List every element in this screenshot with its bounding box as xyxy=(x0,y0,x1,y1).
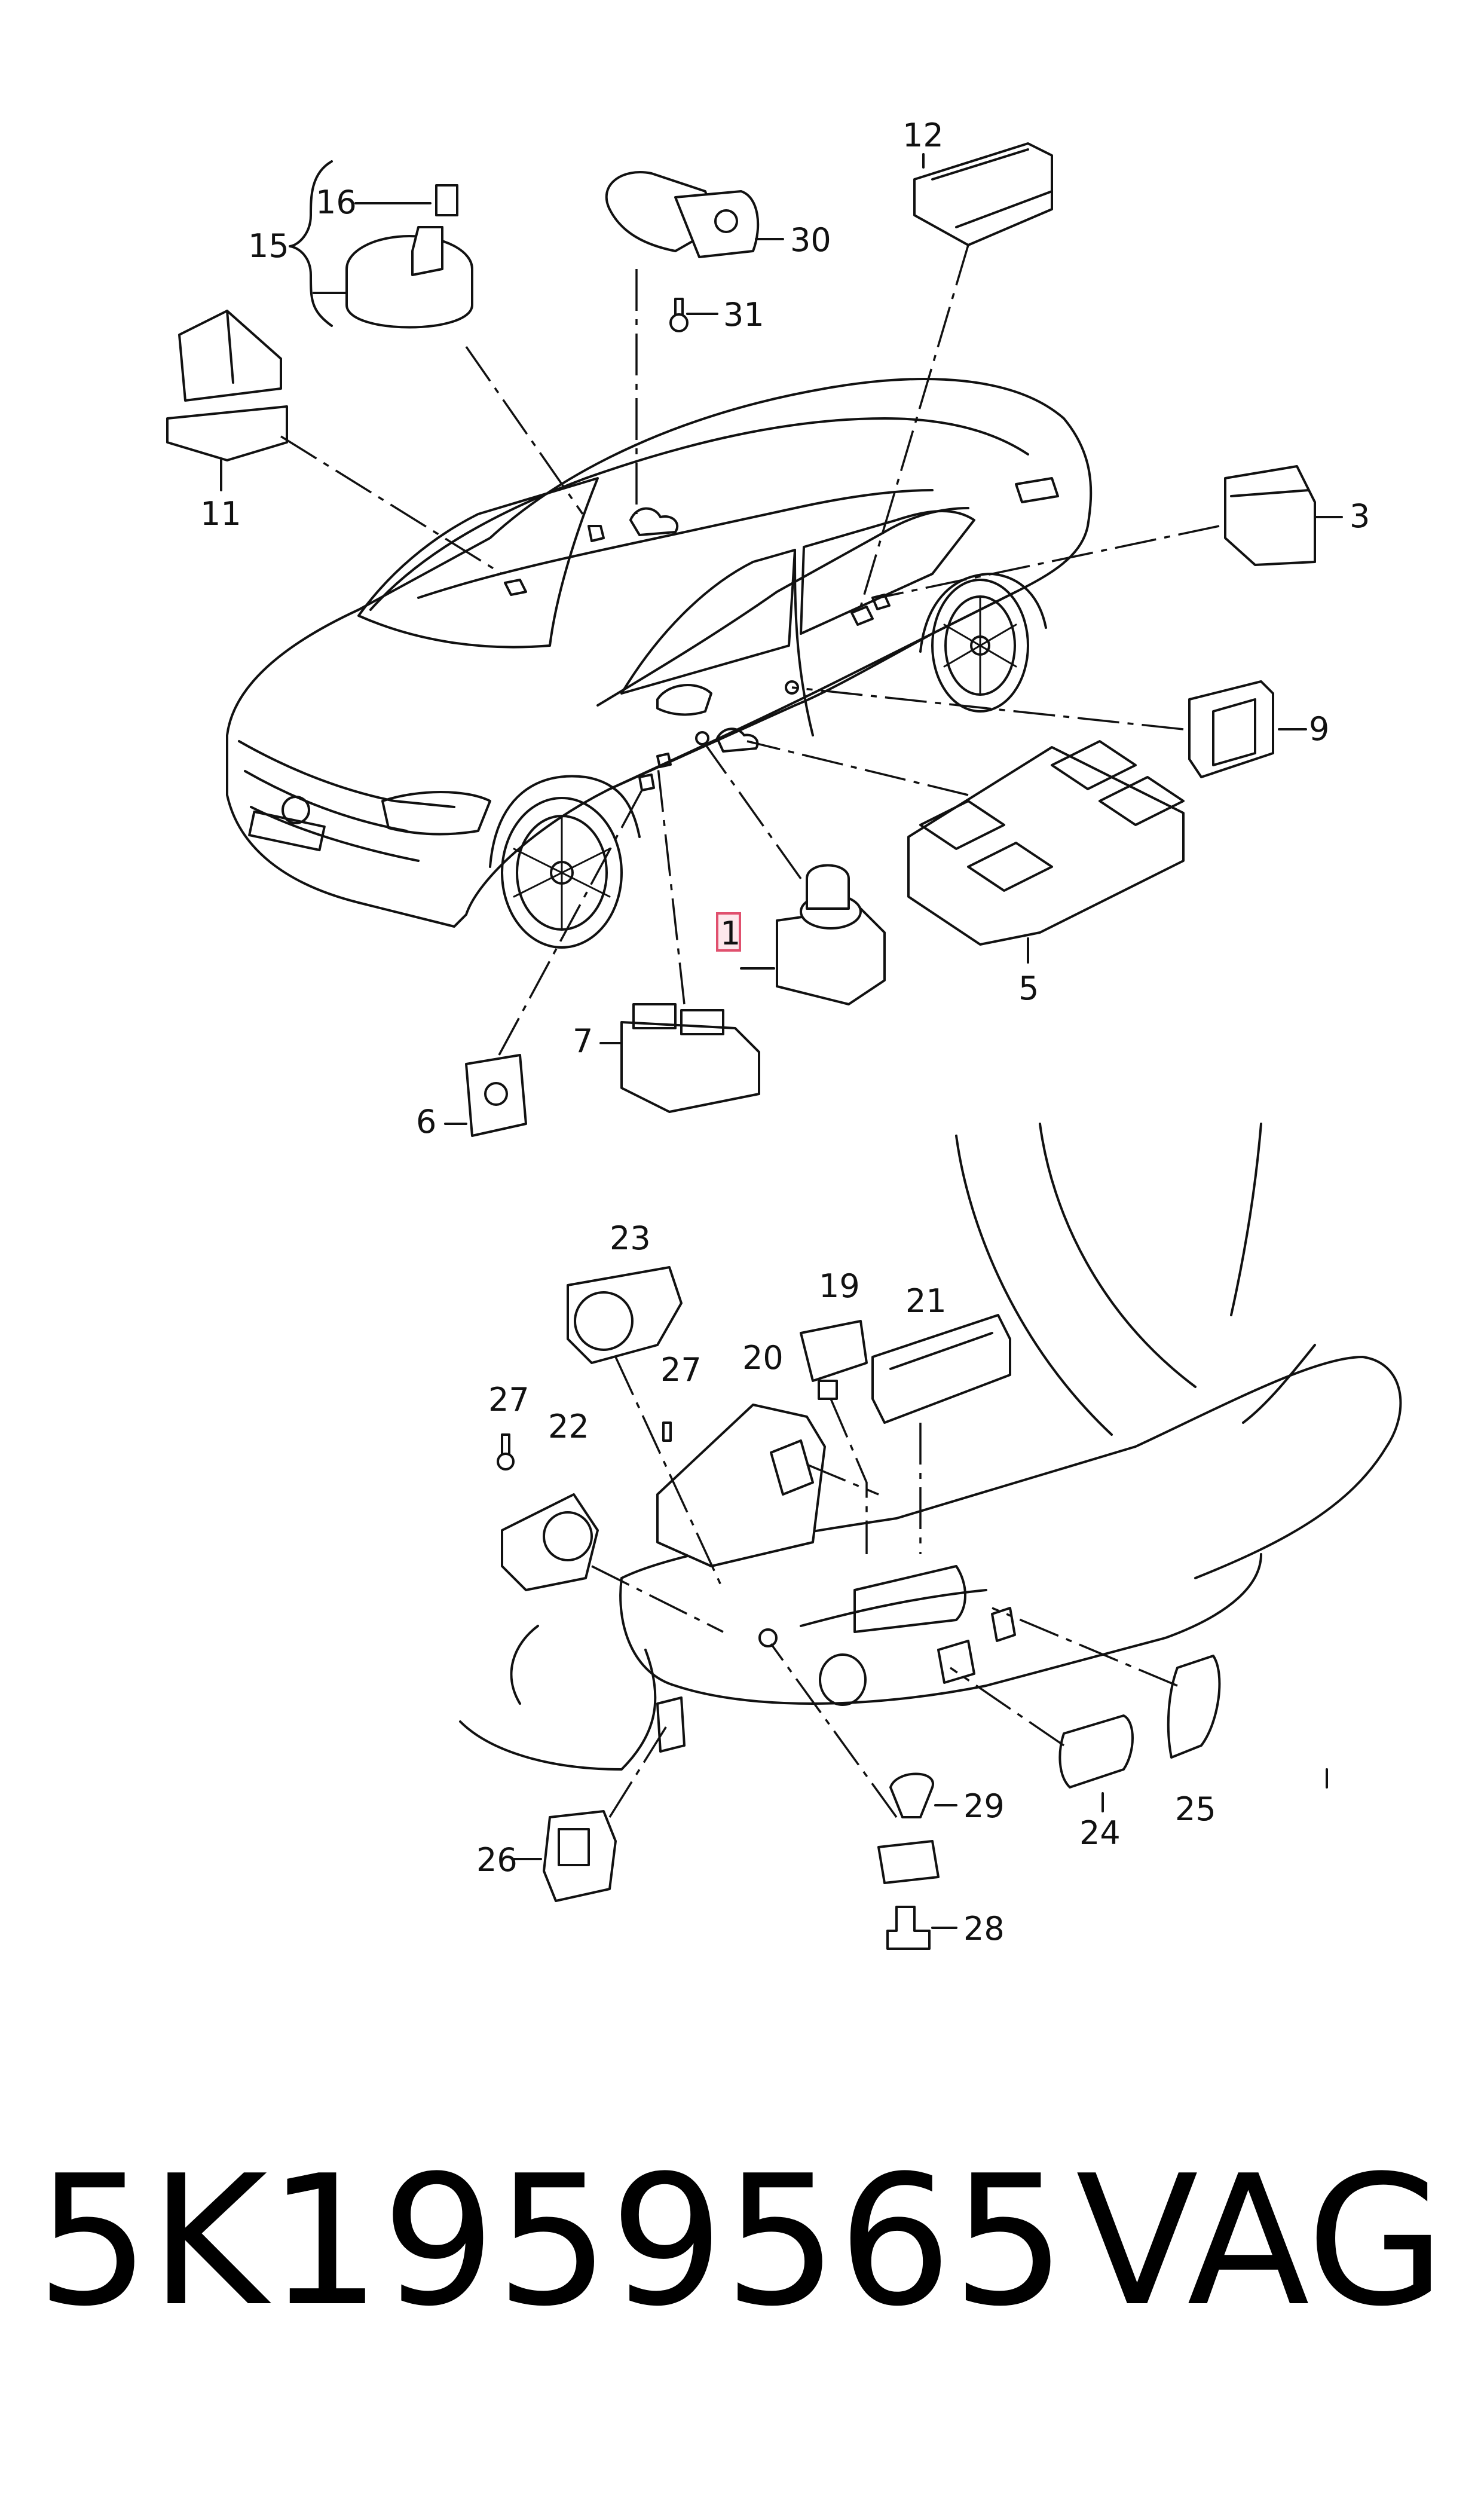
mirror-adjuster-part-1 xyxy=(776,864,886,1005)
trim-cap-25-part xyxy=(1167,1655,1221,1759)
callout-7: 7 xyxy=(573,1022,593,1060)
callout-25: 25 xyxy=(1175,1790,1216,1828)
callout-12: 12 xyxy=(902,117,944,154)
switch-6-part xyxy=(465,1054,527,1137)
leader-lines xyxy=(220,153,1343,1929)
callout-11: 11 xyxy=(200,495,241,533)
callout-26: 26 xyxy=(476,1841,518,1879)
switch-11-part xyxy=(166,310,288,461)
callout-5: 5 xyxy=(1018,970,1039,1007)
car-illustration xyxy=(226,378,1093,949)
callout-16: 16 xyxy=(316,184,357,221)
switch-7-part xyxy=(620,1003,760,1113)
switch-12-part xyxy=(913,142,1053,246)
callout-22: 22 xyxy=(548,1408,589,1445)
switch-9-part xyxy=(1188,680,1274,778)
callout-19: 19 xyxy=(819,1267,860,1305)
trim-cap-24-part xyxy=(1058,1714,1134,1789)
light-switch-part xyxy=(345,184,473,329)
clip-29-part xyxy=(877,1772,940,1884)
callout-31: 31 xyxy=(723,296,764,334)
clip-28-part xyxy=(886,1906,931,1950)
callout-27-right: 27 xyxy=(660,1351,702,1389)
callout-15: 15 xyxy=(248,227,289,265)
callout-20: 20 xyxy=(742,1339,784,1377)
callout-21: 21 xyxy=(905,1282,947,1320)
callout-27-left: 27 xyxy=(488,1381,530,1419)
callout-23: 23 xyxy=(610,1219,651,1257)
seat-switch-20-part xyxy=(656,1404,826,1567)
callout-3: 3 xyxy=(1350,497,1370,535)
switch-3-part xyxy=(1224,465,1316,566)
callout-24: 24 xyxy=(1079,1814,1121,1852)
seat-illustration xyxy=(459,1123,1402,1771)
motor-part xyxy=(605,171,760,332)
window-switch-5-part xyxy=(907,740,1185,946)
callout-6: 6 xyxy=(416,1103,436,1141)
seat-switch-22-part xyxy=(497,1433,599,1591)
callout-29: 29 xyxy=(963,1787,1005,1825)
callout-9: 9 xyxy=(1309,710,1329,748)
callout-30: 30 xyxy=(790,221,831,259)
part-number: 5K1959565 xyxy=(36,2137,1066,2346)
callout-28: 28 xyxy=(963,1910,1005,1948)
switch-26-part xyxy=(543,1810,617,1902)
highlight-box xyxy=(716,912,741,952)
seat-switch-19-part xyxy=(800,1320,868,1400)
callout-labels: 1 3 5 6 7 9 11 12 15 16 19 20 21 22 23 2… xyxy=(200,117,1370,1948)
brand-label: VAG xyxy=(1076,2137,1446,2346)
callout-1: 1 xyxy=(720,915,741,952)
seat-switch-21-part xyxy=(871,1314,1011,1424)
seat-switch-23-part xyxy=(567,1266,683,1364)
